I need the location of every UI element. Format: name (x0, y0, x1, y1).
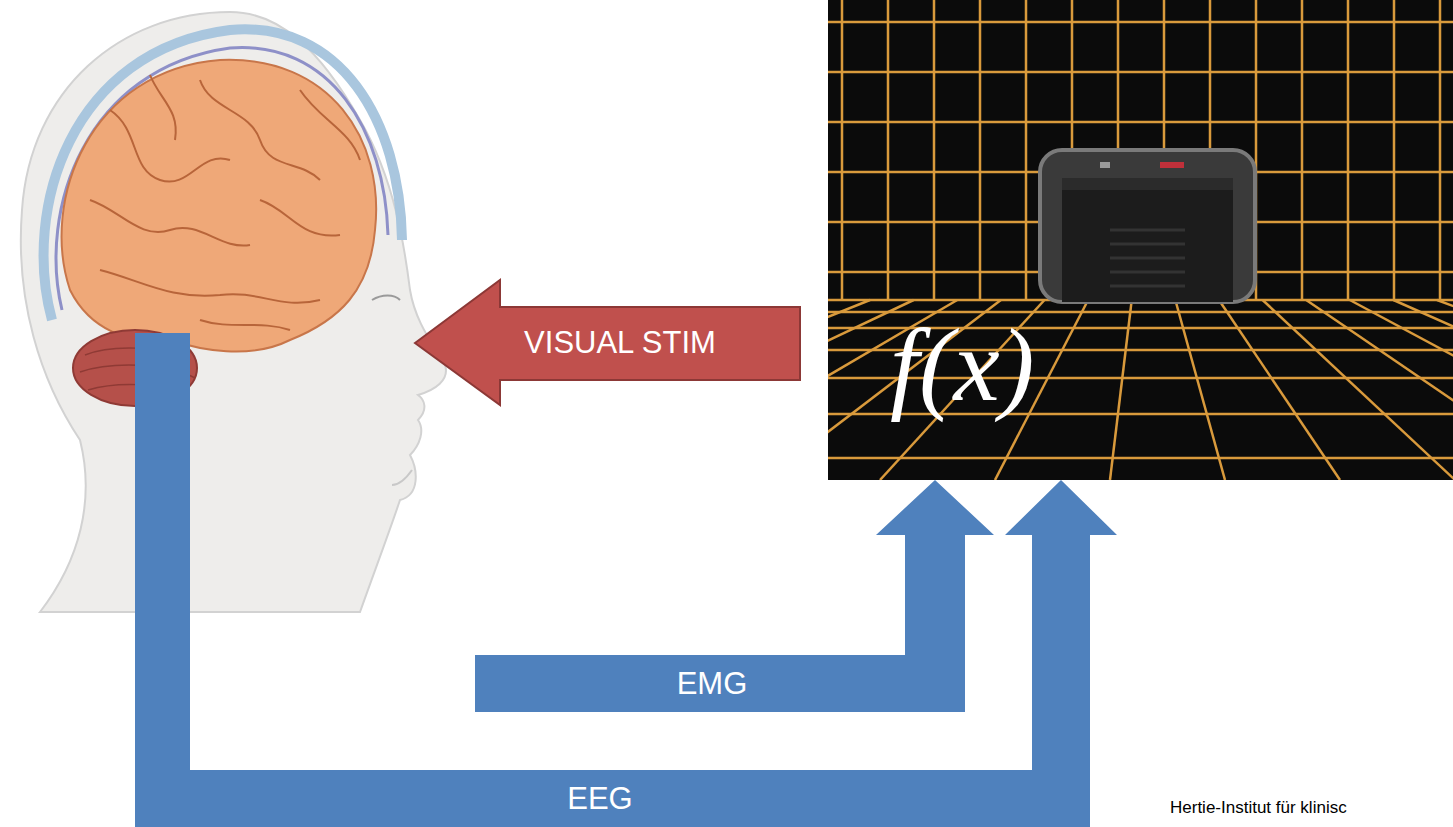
function-label: f(x) (890, 308, 1034, 422)
visual-stim-arrow (415, 280, 800, 405)
screen-panel: f(x) (828, 0, 1453, 480)
stimulus-label: VISUAL STIM (524, 325, 716, 361)
institute-footer: Hertie-Institut für klinisc (1170, 798, 1347, 818)
signal-label: EEG (567, 781, 632, 817)
head-illustration (21, 12, 446, 612)
emg-arrow (475, 480, 994, 712)
signal-label: EMG (677, 666, 748, 702)
